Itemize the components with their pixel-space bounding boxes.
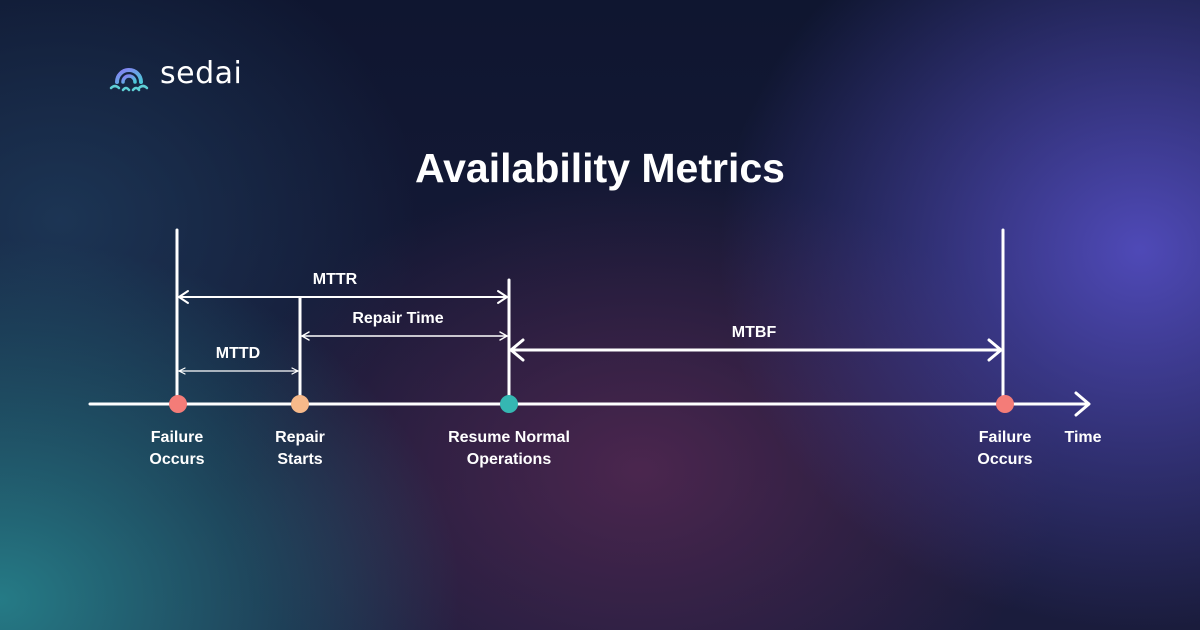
resume-label-line2: Operations (467, 451, 552, 468)
mttd-arrow-right (291, 367, 299, 375)
resume-label-line1: Resume Normal (448, 429, 570, 446)
mtbf-arrow-right (987, 338, 1003, 362)
mttd-arrow-left (178, 367, 186, 375)
repair-start-label-line2: Starts (277, 451, 322, 468)
mttr-arrow-right (497, 290, 508, 304)
next-failure-label-line1: Failure (979, 429, 1032, 446)
time-axis-label: Time (1064, 429, 1101, 446)
page-title: Availability Metrics (415, 145, 785, 191)
mttr-label: MTTR (313, 271, 358, 288)
mttd-label: MTTD (216, 345, 260, 362)
time-axis-arrowhead (1074, 391, 1091, 417)
brand-logo: sedai (108, 54, 242, 94)
repair-start-label-line1: Repair (275, 429, 325, 446)
failure-event-dot (169, 395, 187, 413)
next-failure-label-line2: Occurs (977, 451, 1032, 468)
mtbf-label: MTBF (732, 324, 777, 341)
brand-name: sedai (160, 56, 243, 91)
mttr-arrow-left (178, 290, 189, 304)
failure-event-label-line1: Failure (151, 429, 204, 446)
mtbf-arrow-left (509, 338, 525, 362)
sedai-logo-icon (109, 68, 149, 92)
resume-event-dot (500, 395, 518, 413)
repair-time-arrow-left (301, 331, 310, 341)
next-failure-event-dot (996, 395, 1014, 413)
repair-start-event-dot (291, 395, 309, 413)
repair-time-label: Repair Time (352, 310, 443, 327)
repair-time-arrow-right (499, 331, 508, 341)
failure-event-label-line2: Occurs (149, 451, 204, 468)
